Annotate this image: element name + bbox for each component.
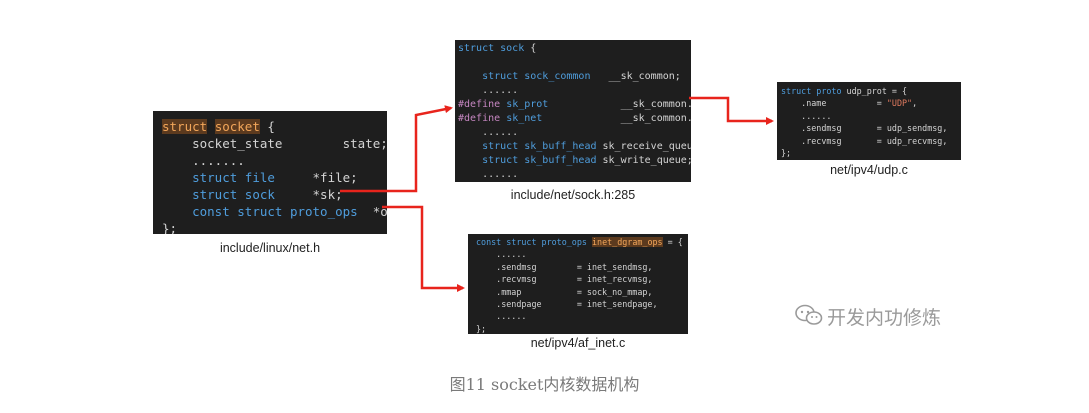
code-token: __sk_common;	[590, 71, 681, 82]
code-token: ......	[458, 127, 519, 138]
code-line: const struct proto_ops inet_dgram_ops = …	[476, 236, 688, 248]
code-token: struct file	[192, 170, 275, 185]
code-token: __sk_common.skc_net	[620, 113, 691, 124]
watermark-text: 开发内功修炼	[827, 307, 942, 329]
code-line: struct sk_buff_head sk_receive_queue;	[458, 140, 691, 154]
code-token: sk_write_queue;	[596, 155, 692, 166]
code-token: ,	[912, 98, 918, 109]
code-token: const struct proto_ops	[192, 204, 358, 219]
code-token: ......	[458, 169, 519, 180]
code-line: .name = "UDP",	[781, 97, 961, 109]
code-token: socket	[214, 119, 260, 134]
code-line: .mmap = sock_no_mmap,	[476, 286, 688, 298]
code-line: };	[162, 220, 387, 234]
code-line: #define sk_net __sk_common.skc_net	[458, 112, 691, 126]
code-token: *sk;	[274, 187, 343, 202]
sock-code-panel: struct sock { struct sock_common __sk_co…	[455, 40, 691, 182]
code-token: .mmap = sock_no_mmap,	[476, 286, 653, 297]
code-line: struct sock *sk;	[162, 186, 387, 203]
code-token: sk_prot	[506, 99, 549, 110]
code-token: struct sock	[192, 187, 275, 202]
code-line: ......	[781, 110, 961, 122]
udp-code-panel: struct proto udp_prot = { .name = "UDP",…	[777, 82, 961, 160]
code-token: struct sock	[458, 43, 525, 54]
code-token: "UDP"	[886, 98, 913, 109]
code-token: .recvmsg = inet_recvmsg,	[476, 274, 653, 285]
code-token: .......	[162, 153, 245, 168]
inet-caption: net/ipv4/af_inet.c	[530, 336, 626, 350]
code-line: };	[476, 323, 688, 334]
code-token: };	[781, 147, 792, 158]
code-line: .recvmsg = udp_recvmsg,	[781, 135, 961, 147]
code-line: ......	[458, 84, 691, 98]
code-token: = {	[662, 237, 683, 247]
code-line: .recvmsg = inet_recvmsg,	[476, 273, 688, 285]
code-token: .recvmsg = udp_recvmsg,	[781, 135, 948, 146]
socket-caption: include/linux/net.h	[219, 241, 321, 255]
code-line: ......	[458, 126, 691, 140]
code-token: };	[162, 221, 178, 234]
code-line: ......	[476, 248, 688, 260]
code-token: const struct proto_ops	[476, 237, 587, 247]
code-token: socket_state state;	[162, 136, 387, 151]
code-token: #define	[458, 99, 501, 110]
code-token: ......	[476, 311, 527, 322]
code-token: struct	[162, 119, 208, 134]
code-token: .sendpage = inet_sendpage,	[476, 298, 658, 309]
code-line: ......	[476, 310, 688, 322]
code-token: sk_receive_queue;	[602, 141, 692, 152]
code-token: .sendmsg = inet_sendmsg,	[476, 261, 653, 272]
code-token: *file;	[274, 170, 358, 185]
sock-caption: include/net/sock.h:285	[510, 188, 636, 202]
code-line: struct sock {	[458, 42, 691, 56]
code-token: .name =	[781, 98, 887, 109]
code-token: };	[476, 323, 487, 334]
code-line: socket_state state;	[162, 135, 387, 152]
wechat-icon	[795, 304, 823, 331]
code-token: struct sk_buff_head	[482, 141, 597, 152]
code-line: .sendpage = inet_sendpage,	[476, 298, 688, 310]
code-token: ......	[781, 110, 832, 121]
code-line: .......	[162, 152, 387, 169]
arrow-ops-to-inet	[382, 205, 465, 292]
code-token: ......	[476, 249, 527, 260]
code-line: ......	[458, 168, 691, 182]
inet-code-panel: const struct proto_ops inet_dgram_ops = …	[468, 234, 688, 334]
code-token: __sk_common.skc_prot	[620, 99, 691, 110]
code-line: struct sk_buff_head sk_write_queue;	[458, 154, 691, 168]
code-line: struct sock_common __sk_common;	[458, 70, 691, 84]
code-line: #define sk_prot __sk_common.skc_prot	[458, 98, 691, 112]
code-line: .sendmsg = udp_sendmsg,	[781, 122, 961, 134]
code-line: .sendmsg = inet_sendmsg,	[476, 261, 688, 273]
code-token: sk_net	[506, 113, 543, 124]
code-token: udp_prot = {	[841, 86, 908, 96]
watermark: 开发内功修炼	[795, 303, 941, 331]
code-token: struct proto	[781, 86, 842, 96]
code-token: struct sock_common	[482, 71, 591, 82]
code-line: struct proto udp_prot = {	[781, 85, 961, 97]
code-line: struct file *file;	[162, 169, 387, 186]
udp-caption: net/ipv4/udp.c	[830, 163, 908, 177]
code-token: inet_dgram_ops	[591, 237, 663, 247]
arrow-sk-to-sock	[340, 105, 453, 193]
code-line: };	[781, 147, 961, 159]
code-line: const struct proto_ops *ops;	[162, 203, 387, 220]
code-token: {	[524, 43, 537, 54]
code-token: ......	[458, 85, 519, 96]
code-token: .sendmsg = udp_sendmsg,	[781, 123, 948, 134]
socket-code-panel: struct socket { socket_state state; ....…	[153, 111, 387, 234]
code-token: {	[259, 119, 275, 134]
code-token: struct sk_buff_head	[482, 155, 597, 166]
figure-caption: 图11 socket内核数据机构	[449, 375, 640, 394]
code-line: struct socket {	[162, 118, 387, 135]
code-token: #define	[458, 113, 501, 124]
arrow-skprot-to-udp	[689, 96, 774, 125]
